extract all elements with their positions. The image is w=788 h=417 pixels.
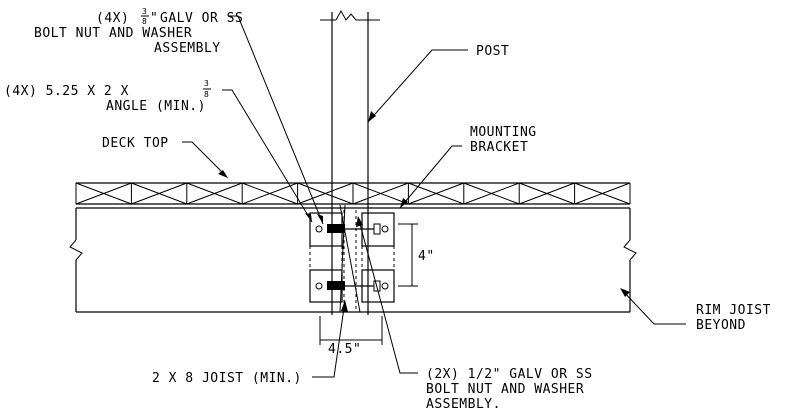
deck-truss-diagonal — [75, 182, 132, 205]
post-label: POST — [476, 44, 509, 59]
deck-truss-diagonal — [186, 182, 243, 205]
post — [320, 9, 380, 315]
rim-joist-label-1: RIM JOIST — [696, 303, 771, 318]
fraction-three-eighths-angle: 3 8 — [203, 79, 211, 99]
mounting-bracket-label-1: MOUNTING — [470, 125, 537, 140]
bolt-assembly — [315, 204, 389, 313]
rim-joist — [69, 208, 637, 313]
leader-lines — [182, 15, 686, 378]
bolt-top-note-line1b: GALV OR SS — [160, 11, 243, 26]
bolt-bottom-note-line1: (2X) 1/2" GALV OR SS — [426, 367, 593, 382]
deck-truss-diagonal — [297, 182, 354, 205]
mounting-bracket — [309, 212, 395, 303]
vertical-dimension: 4" — [398, 223, 447, 287]
fraction-numerator: 3 — [142, 7, 147, 16]
vertical-dimension-label: 4" — [418, 249, 435, 264]
deck-truss-diagonal — [242, 182, 298, 205]
deck-truss-diagonal — [463, 182, 520, 205]
fraction-denominator: 8 — [204, 90, 209, 99]
deck-truss-diagonal — [352, 182, 409, 205]
angle-note-line1: (4X) 5.25 X 2 X — [4, 84, 129, 99]
rim-joist-label-2: BEYOND — [696, 318, 746, 333]
inch-mark: " — [150, 11, 158, 26]
deck-truss-pattern — [75, 182, 631, 205]
deck-top-label: DECK TOP — [102, 136, 169, 151]
fraction-three-eighths: 3 8 " — [141, 7, 158, 26]
fraction-numerator: 3 — [204, 79, 209, 88]
bolt-top-note-line1a: (4X) — [96, 11, 129, 26]
fraction-denominator: 8 — [142, 17, 147, 26]
deck-top-band — [75, 182, 631, 209]
mounting-bracket-label-2: BRACKET — [470, 140, 528, 155]
width-dimension: 4.5" — [319, 316, 383, 357]
deck-truss-diagonal — [574, 182, 631, 205]
bolt-top-note-line3: ASSEMBLY — [154, 41, 221, 56]
bolt-bottom-note-line2: BOLT NUT AND WASHER — [426, 382, 584, 397]
deck-truss-diagonal — [131, 182, 187, 205]
deck-truss-diagonal — [519, 182, 575, 205]
joist-label: 2 X 8 JOIST (MIN.) — [152, 371, 302, 386]
width-dimension-label: 4.5" — [328, 342, 361, 357]
bolt-top-note-line2: BOLT NUT AND WASHER — [34, 26, 192, 41]
annotations: (4X) 3 8 " GALV OR SS BOLT NUT AND WASHE… — [4, 7, 771, 412]
angle-note-line2: ANGLE (MIN.) — [106, 99, 206, 114]
deck-truss-diagonal — [408, 182, 464, 205]
bolt-bottom-note-line3: ASSEMBLY. — [426, 397, 501, 412]
